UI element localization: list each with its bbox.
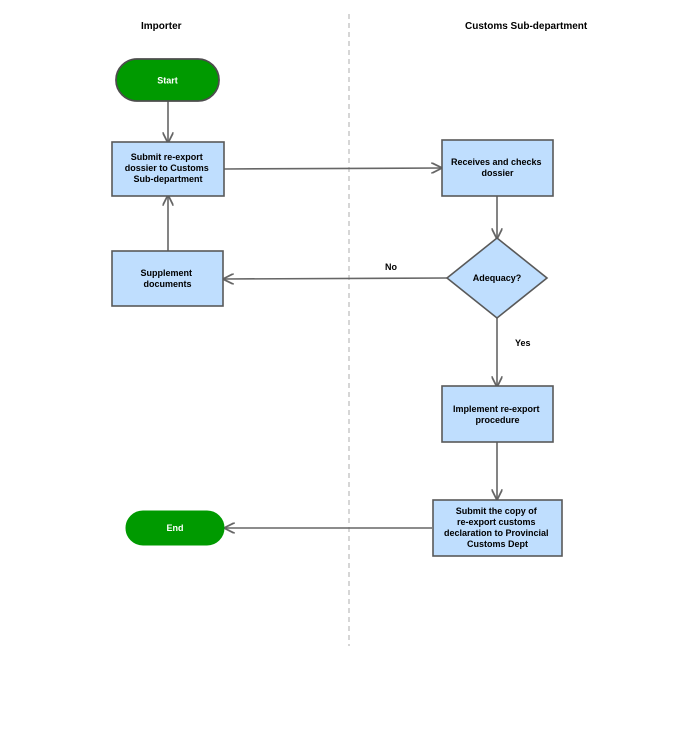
lane-title-customs: Customs Sub-department — [465, 21, 588, 32]
lane-title-importer: Importer — [141, 21, 182, 32]
start-label: Start — [157, 76, 178, 86]
edge-label-no: No — [385, 262, 397, 272]
edge-adequacy-no-to-supplement — [224, 278, 448, 279]
receive-check-node: Receives and checks dossier — [441, 139, 554, 197]
start-node: Start — [115, 58, 220, 102]
edges — [168, 101, 497, 528]
implement-node: Implement re-export procedure — [441, 385, 554, 443]
submit-dossier-node: Submit re-export dossier to Customs Sub-… — [111, 141, 225, 197]
supplement-node: Supplement documents — [111, 250, 224, 307]
submit-copy-label: Submit the copy of re-export customs dec… — [444, 506, 551, 549]
edge-label-yes: Yes — [515, 338, 531, 348]
receive-check-label: Receives and checks dossier — [451, 157, 544, 178]
end-label: End — [167, 523, 184, 533]
adequacy-label: Adequacy? — [473, 273, 522, 283]
submit-copy-node: Submit the copy of re-export customs dec… — [432, 499, 563, 557]
edge-submit-to-receive — [223, 168, 441, 169]
submit-dossier-label: Submit re-export dossier to Customs Sub-… — [125, 152, 212, 184]
end-node: End — [125, 510, 225, 546]
supplement-label: Supplement documents — [140, 268, 194, 289]
adequacy-decision-node: Adequacy? — [445, 236, 549, 320]
implement-label: Implement re-export procedure — [453, 404, 542, 425]
